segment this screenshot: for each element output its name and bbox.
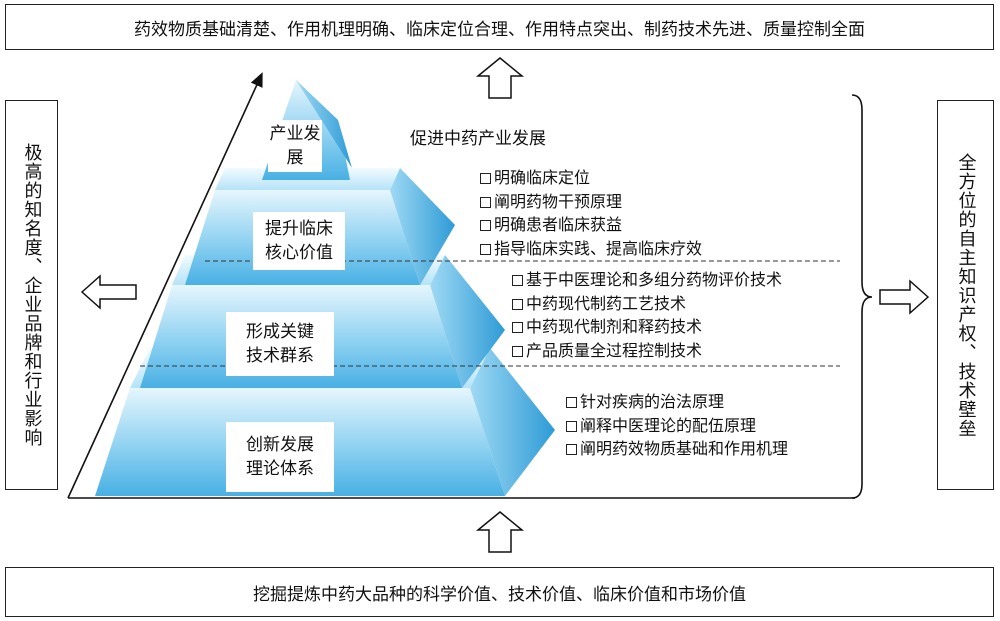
bullet-item: 明确患者临床获益 [480, 213, 702, 237]
tier-2-label: 提升临床核心价值 [253, 212, 345, 270]
tier-4-label: 创新发展理论体系 [226, 422, 334, 492]
bottom-box: 挖掘提炼中药大品种的科学价值、技术价值、临床价值和市场价值 [5, 567, 994, 617]
bullets-tier-3: 基于中医理论和多组分药物评价技术 中药现代制药工艺技术 中药现代制剂和释药技术 … [512, 268, 782, 362]
tier-3-label: 形成关键技术群系 [226, 312, 334, 376]
bullet-item: 阐明药效物质基础和作用机理 [566, 437, 788, 461]
bullet-item: 中药现代制药工艺技术 [512, 292, 782, 316]
promote-text: 促进中药产业发展 [410, 129, 546, 149]
bullets-tier-4: 针对疾病的治法原理 阐释中医理论的配伍原理 阐明药效物质基础和作用机理 [566, 390, 788, 461]
up-arrow-bottom-icon [475, 511, 525, 553]
bullet-item: 阐明药物干预原理 [480, 190, 702, 214]
right-box: 全方位的自主知识产权、技术壁垒 [937, 100, 994, 490]
bullet-item: 基于中医理论和多组分药物评价技术 [512, 268, 782, 292]
up-arrow-top-icon [475, 57, 525, 99]
left-box: 极高的知名度、企业品牌和行业影响 [5, 100, 58, 490]
bullet-item: 阐释中医理论的配伍原理 [566, 414, 788, 438]
bullet-item: 中药现代制剂和释药技术 [512, 315, 782, 339]
bullet-item: 产品质量全过程控制技术 [512, 339, 782, 363]
bullet-item: 指导临床实践、提高临床疗效 [480, 237, 702, 261]
tier-1-label: 产业发展 [268, 120, 322, 172]
right-brace [851, 94, 873, 499]
bullet-item: 针对疾病的治法原理 [566, 390, 788, 414]
bullet-item: 明确临床定位 [480, 166, 702, 190]
progress-arrow [67, 72, 263, 499]
left-arrow-icon [80, 274, 137, 310]
top-box: 药效物质基础清楚、作用机理明确、临床定位合理、作用特点突出、制药技术先进、质量控… [5, 4, 994, 50]
right-arrow-icon [879, 279, 930, 315]
bullets-tier-2: 明确临床定位 阐明药物干预原理 明确患者临床获益 指导临床实践、提高临床疗效 [480, 166, 702, 260]
